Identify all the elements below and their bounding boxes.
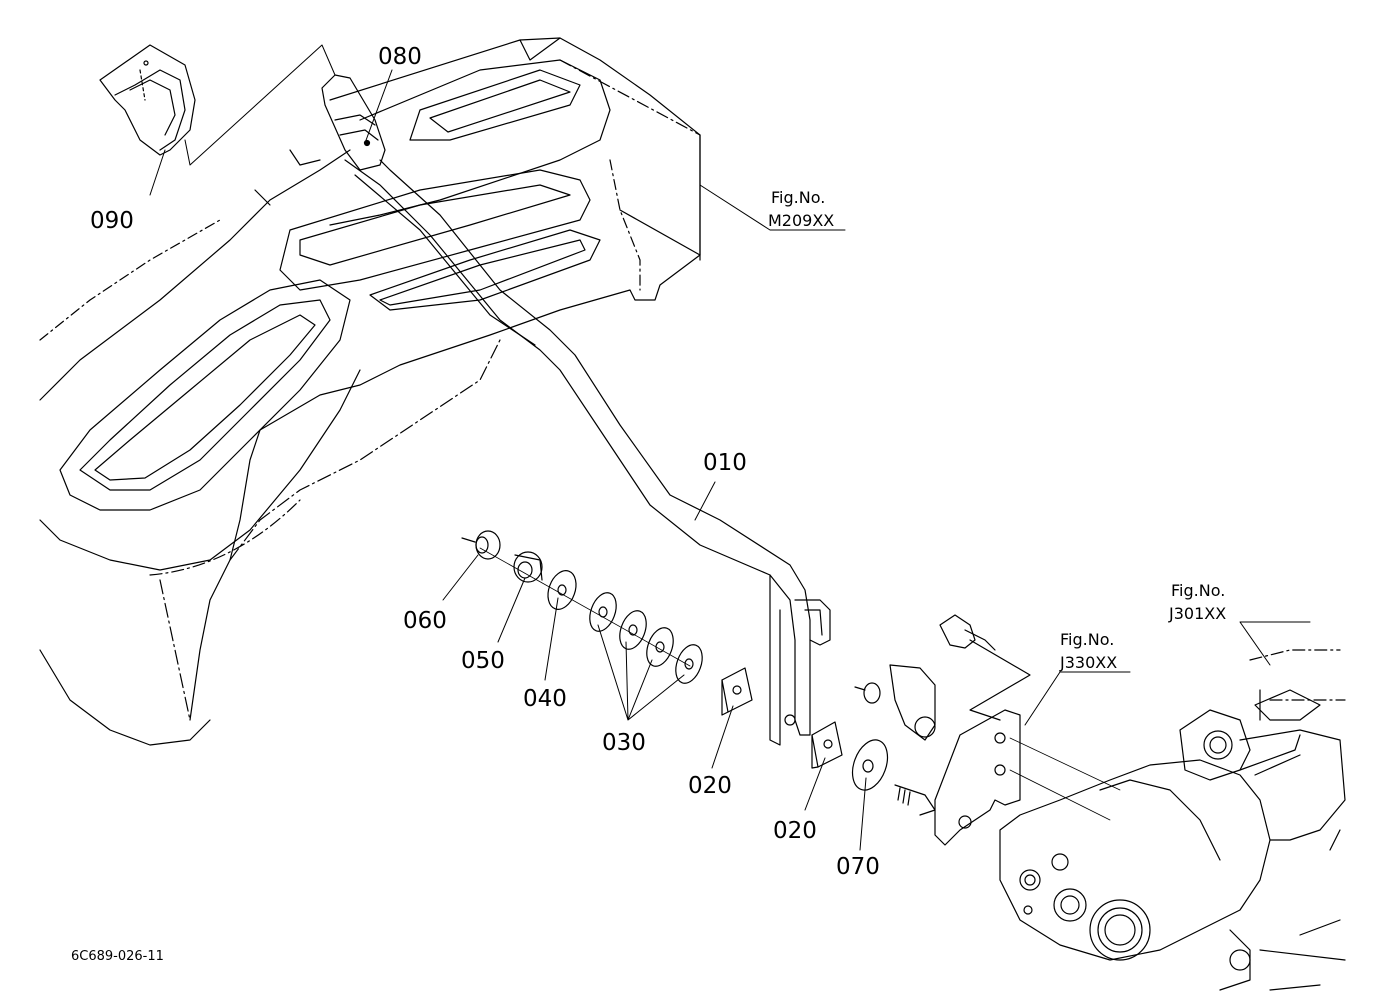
- part-060-nut: [461, 530, 501, 560]
- label-040: 040: [523, 686, 567, 712]
- console-housing: [39, 37, 701, 746]
- part-090-knob-cap: [99, 44, 196, 156]
- label-090: 090: [90, 208, 134, 234]
- part-030-washers: [479, 547, 703, 684]
- fig-j301-code: J301XX: [1168, 604, 1226, 623]
- fig-j301-title: Fig.No.: [1171, 581, 1225, 600]
- part-040-washer: [547, 570, 577, 610]
- fig-j330-code: J330XX: [1059, 653, 1117, 672]
- label-080: 080: [378, 44, 422, 70]
- part-020-plate-b: [811, 721, 843, 769]
- part-050-nut: [513, 551, 543, 583]
- fig-m209-code: M209XX: [768, 211, 834, 230]
- label-070: 070: [836, 854, 880, 880]
- fig-m209-title: Fig.No.: [771, 188, 825, 207]
- label-020-a: 020: [688, 773, 732, 799]
- fig-j330-title: Fig.No.: [1060, 630, 1114, 649]
- label-030: 030: [602, 730, 646, 756]
- part-070-washer: [851, 739, 889, 791]
- part-080-grip: [321, 74, 386, 171]
- drawing-code: 6C689-026-11: [71, 949, 164, 964]
- bracket-assembly: [854, 614, 1121, 846]
- label-060: 060: [403, 608, 447, 634]
- label-010: 010: [703, 450, 747, 476]
- hydraulic-block: [999, 649, 1346, 991]
- part-020-plate-a: [721, 667, 753, 716]
- leader-lines: [149, 44, 1311, 851]
- label-050: 050: [461, 648, 505, 674]
- part-010-lever: [344, 159, 831, 746]
- label-020-b: 020: [773, 818, 817, 844]
